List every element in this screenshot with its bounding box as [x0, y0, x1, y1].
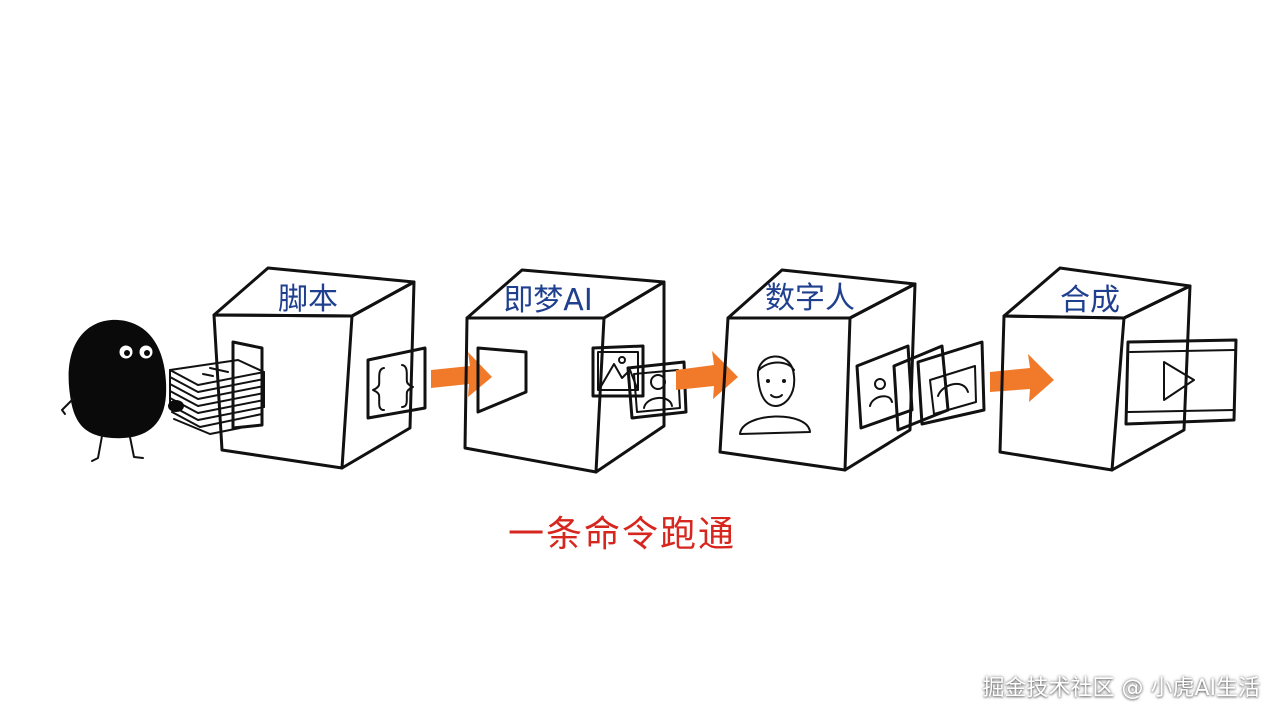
arrow-1 — [431, 352, 492, 397]
photo-cards-icon — [855, 340, 986, 432]
image-icon — [591, 344, 645, 398]
stage-label-jimeng: 即梦AI — [503, 283, 592, 318]
blob-character — [61, 319, 167, 462]
portrait-icon — [626, 360, 688, 420]
stage-label-compose: 合成 — [1060, 283, 1120, 318]
paper-stack-icon — [168, 359, 265, 435]
stage-cube-compose: 合成 — [998, 266, 1238, 472]
caption-one-command: 一条命令跑通 — [508, 514, 737, 555]
watermark: 掘金技术社区 @ 小虎AI生活 — [982, 676, 1260, 701]
code-braces-icon — [372, 364, 414, 411]
stage-cube-script: 脚本 — [212, 266, 427, 470]
avatar-face-icon — [739, 355, 811, 435]
stage-cube-jimeng: 即梦AI — [463, 268, 688, 474]
play-icon — [1124, 338, 1238, 426]
stage-cube-digital-human: 数字人 — [718, 268, 986, 472]
stage-label-digital-human: 数字人 — [765, 281, 855, 316]
arrow-3 — [990, 354, 1054, 402]
stage-label-script: 脚本 — [278, 282, 338, 317]
